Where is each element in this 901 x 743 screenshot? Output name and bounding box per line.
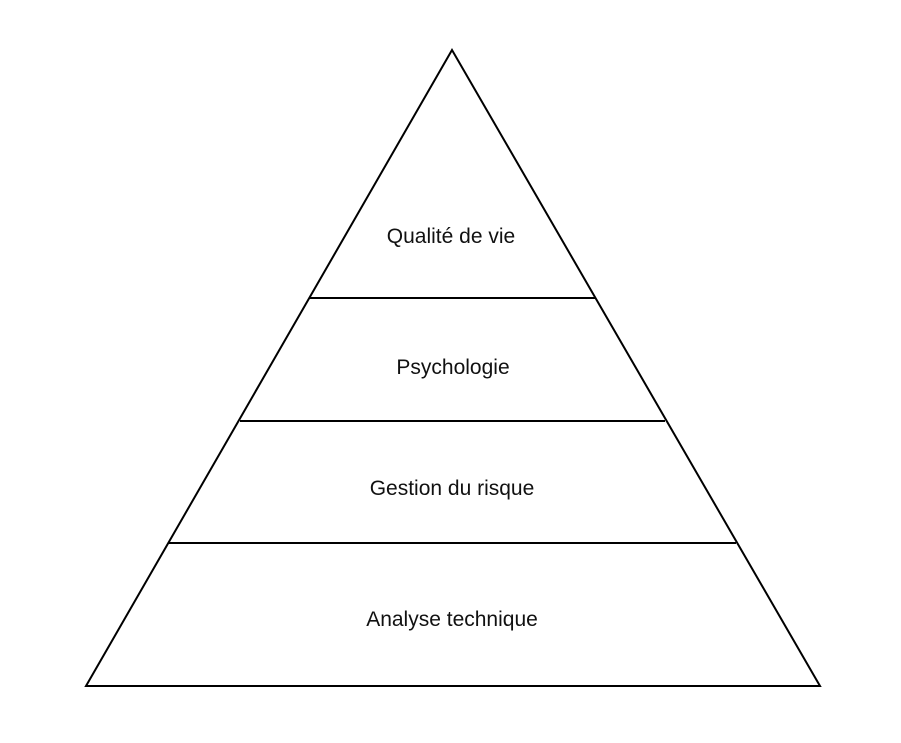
level-label-risk-management: Gestion du risque	[369, 476, 535, 500]
level-label-psychology: Psychologie	[396, 355, 510, 379]
level-label-quality-of-life: Qualité de vie	[386, 224, 516, 248]
level-label-technical-analysis: Analyse technique	[366, 607, 538, 631]
pyramid-outline	[84, 47, 822, 687]
